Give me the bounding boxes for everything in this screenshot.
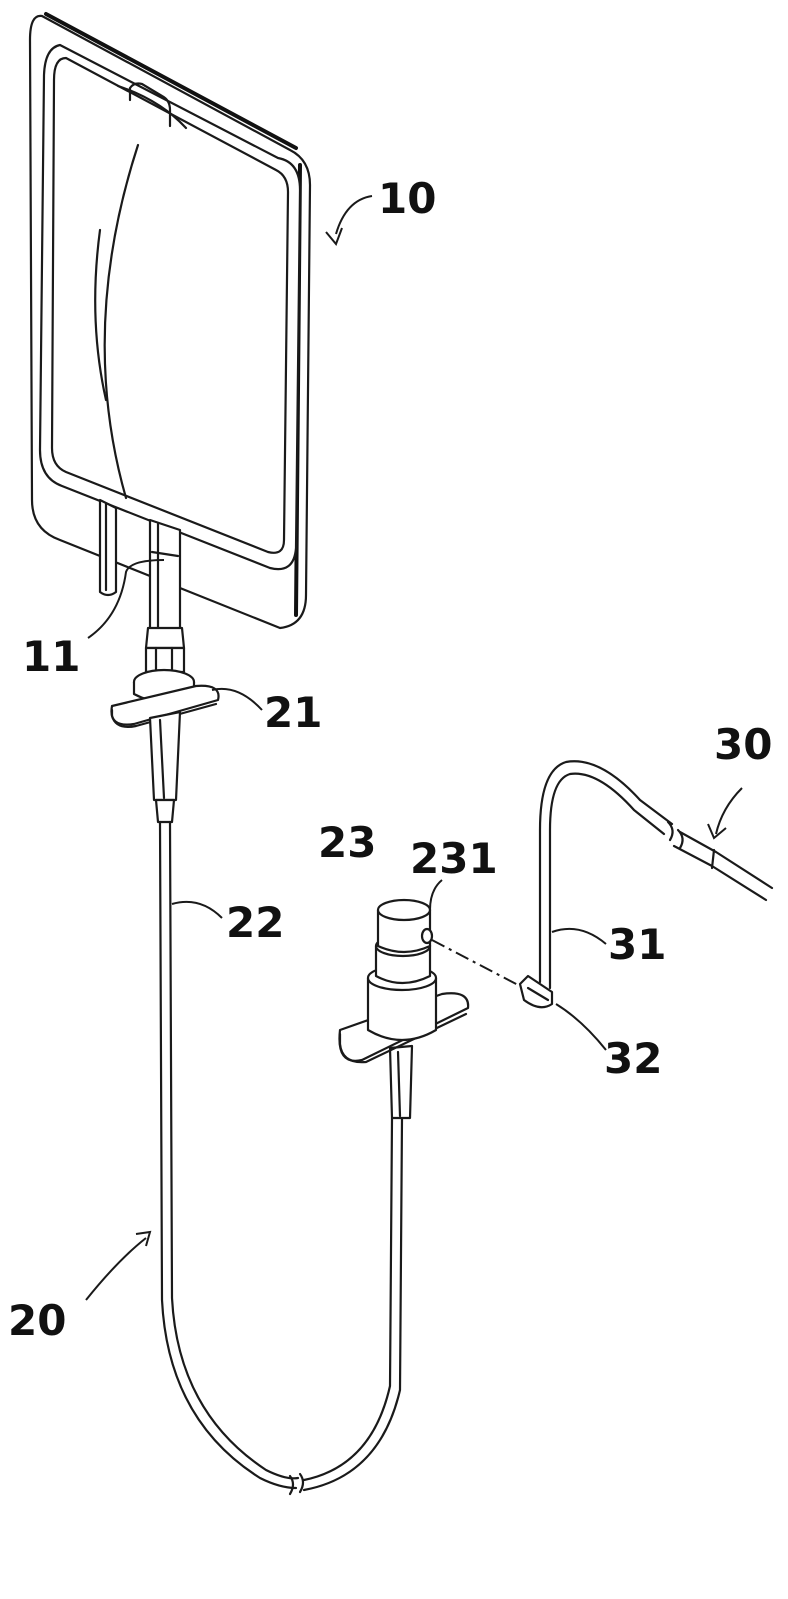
label-tube-31: 31	[608, 920, 667, 969]
label-tube-set-20: 20	[8, 1296, 67, 1345]
leader-lines	[85, 195, 743, 1301]
line-30	[518, 760, 774, 1009]
label-tube-22: 22	[226, 898, 285, 947]
label-port-11: 11	[22, 632, 81, 681]
upper-connector	[110, 668, 220, 824]
bag-ports	[98, 498, 186, 674]
label-connector-23: 23	[318, 818, 377, 867]
label-clip-32: 32	[604, 1034, 663, 1083]
lower-connector	[338, 898, 470, 1120]
label-hole-231: 231	[410, 834, 498, 883]
label-connector-21: 21	[264, 688, 323, 737]
tube-22	[158, 820, 404, 1496]
bag	[28, 12, 312, 630]
alignment-line	[431, 939, 521, 987]
label-bag-10: 10	[378, 174, 437, 223]
label-line-30: 30	[714, 720, 773, 769]
